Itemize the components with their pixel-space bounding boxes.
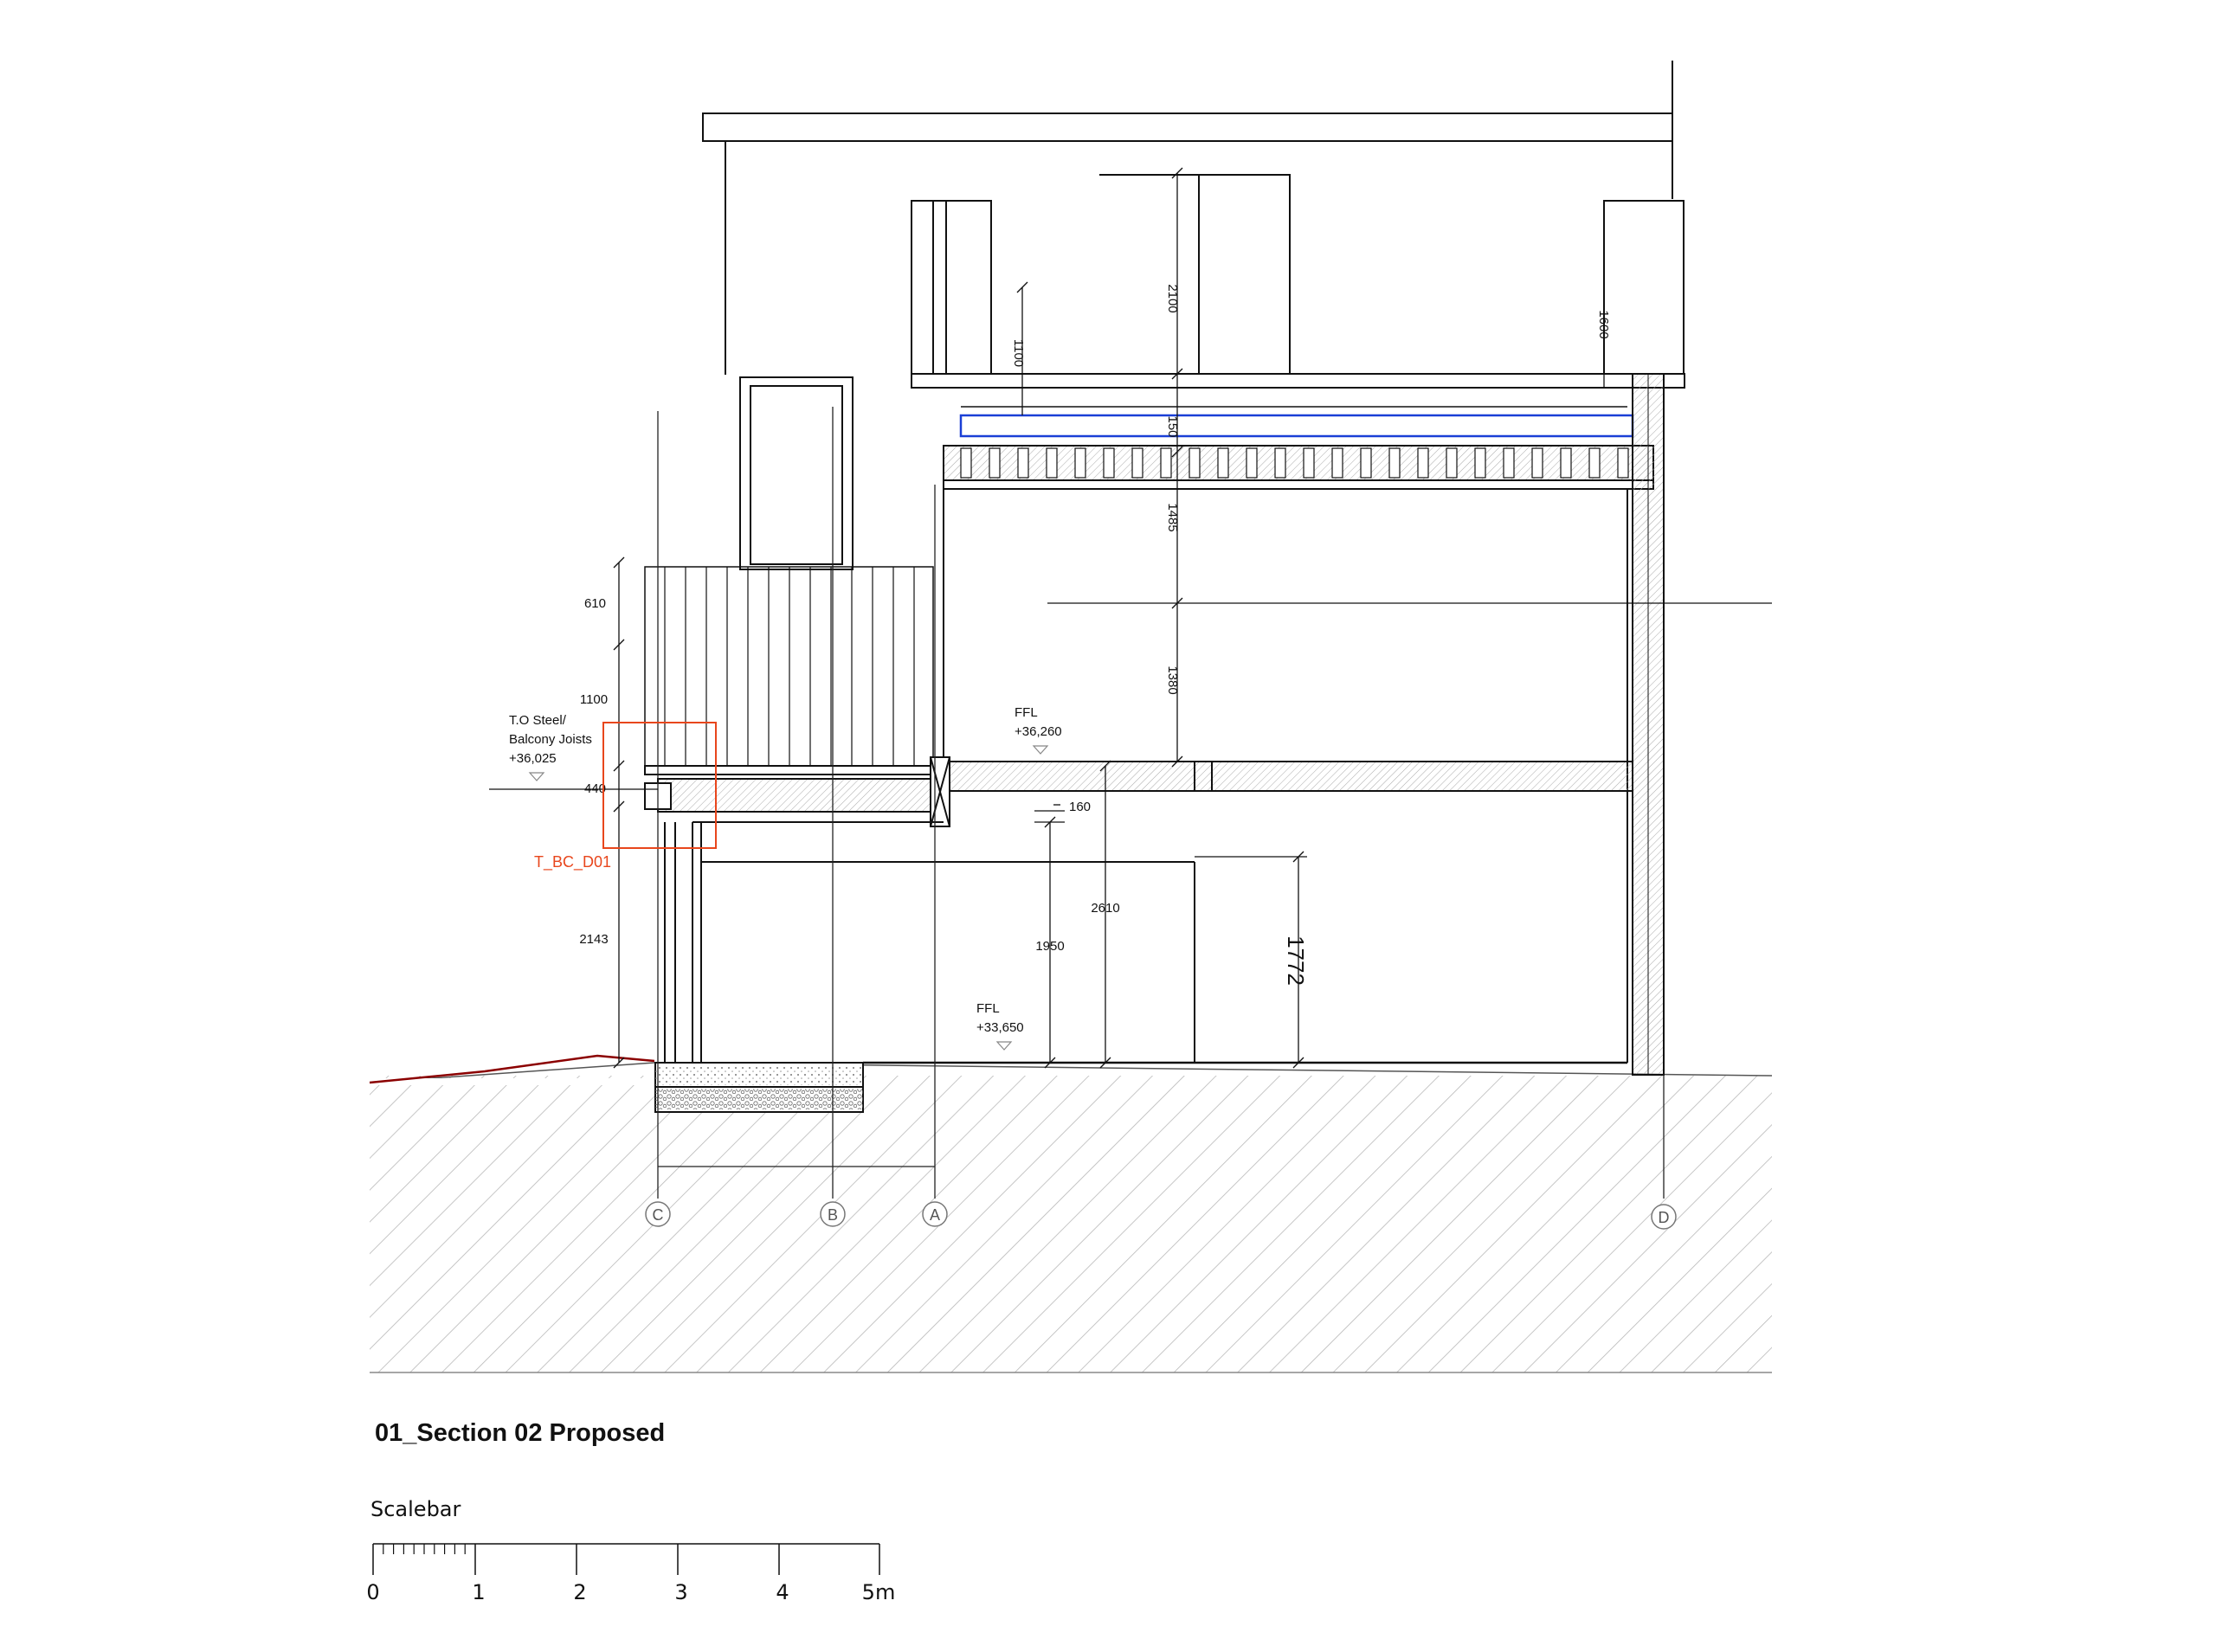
- dim-2100: 2100: [1165, 284, 1180, 312]
- grid-bubble-c: C: [645, 1201, 671, 1227]
- dim-1485: 1485: [1165, 503, 1180, 531]
- scalebar-minor-ticks: [383, 1544, 466, 1554]
- joist: [1189, 447, 1201, 479]
- balcony-deck: [644, 756, 950, 827]
- scalebar-label: Scalebar: [370, 1497, 461, 1521]
- scalebar-tick-5: 5m: [861, 1580, 896, 1604]
- balcony-slats: [664, 567, 915, 766]
- upper-window: [739, 376, 854, 570]
- dimension-lines: [489, 167, 1772, 1069]
- joist: [1017, 447, 1029, 479]
- detail-callout[interactable]: T_BC_D01: [534, 722, 717, 871]
- foundation: [654, 1062, 864, 1113]
- svg-text:C: C: [653, 1206, 664, 1224]
- joist: [1103, 447, 1115, 479]
- svg-text:+33,650: +33,650: [976, 1020, 1024, 1035]
- roof: [702, 61, 1673, 375]
- dim-1100: 1100: [580, 692, 608, 707]
- joist: [960, 447, 972, 479]
- grid-lines: [657, 407, 1665, 1199]
- joist: [1417, 447, 1429, 479]
- joist: [1217, 447, 1229, 479]
- joist: [1474, 447, 1486, 479]
- svg-text:A: A: [930, 1206, 940, 1224]
- dim-1380: 1380: [1165, 665, 1180, 694]
- joist: [1531, 447, 1543, 479]
- dim-1100-top: 1100: [1011, 339, 1026, 367]
- terrain-line: [369, 1054, 655, 1084]
- joist: [1074, 447, 1086, 479]
- joist: [1131, 447, 1143, 479]
- svg-text:T.O Steel/: T.O Steel/: [509, 713, 567, 728]
- svg-text:FFL: FFL: [1015, 705, 1038, 720]
- svg-text:Balcony Joists: Balcony Joists: [509, 732, 592, 747]
- level-ffl-lower: FFL +33,650: [976, 1001, 1024, 1051]
- joist: [1503, 447, 1515, 479]
- grid-bubble-d: D: [1651, 1204, 1677, 1230]
- level-ffl-upper: FFL +36,260: [1015, 705, 1062, 755]
- joist: [1560, 447, 1572, 479]
- svg-text:+36,260: +36,260: [1015, 724, 1062, 739]
- dim-160: 160: [1069, 800, 1091, 814]
- dim-1600: 1600: [1596, 310, 1611, 338]
- svg-text:B: B: [828, 1206, 838, 1224]
- svg-text:+36,025: +36,025: [509, 751, 557, 766]
- joist: [1303, 447, 1315, 479]
- svg-text:FFL: FFL: [976, 1001, 1000, 1016]
- ground-hatch: [369, 1062, 1773, 1373]
- joist: [1617, 447, 1629, 479]
- drawing-title: 01_Section 02 Proposed: [375, 1419, 666, 1447]
- svg-text:T_BC_D01: T_BC_D01: [534, 853, 611, 871]
- grid-bubble-a: A: [922, 1201, 948, 1227]
- dim-1772: 1772: [1283, 935, 1309, 986]
- scalebar-tick-2: 2: [573, 1580, 587, 1604]
- joist: [989, 447, 1001, 479]
- mid-floor-slab: [943, 761, 1633, 792]
- dim-440: 440: [584, 781, 606, 796]
- ground-floor-walls: [664, 821, 1195, 1063]
- joist: [1360, 447, 1372, 479]
- dim-1950: 1950: [1035, 939, 1064, 954]
- svg-text:D: D: [1659, 1209, 1670, 1226]
- joist: [1160, 447, 1172, 479]
- joist: [1388, 447, 1401, 479]
- dim-2143: 2143: [579, 932, 608, 947]
- scalebar-tick-0: 0: [366, 1580, 380, 1604]
- grid-bubble-b: B: [820, 1201, 846, 1227]
- scalebar-tick-4: 4: [776, 1580, 789, 1604]
- dim-150: 150: [1165, 415, 1180, 437]
- roof-parapets: [911, 174, 1685, 375]
- dim-2610: 2610: [1091, 901, 1119, 916]
- right-wall: [1632, 373, 1665, 1076]
- scalebar: [372, 1543, 880, 1575]
- joist: [1274, 447, 1286, 479]
- scalebar-tick-1: 1: [472, 1580, 486, 1604]
- joist: [1046, 447, 1058, 479]
- joist: [1246, 447, 1258, 479]
- joist: [1588, 447, 1601, 479]
- dim-610: 610: [584, 596, 606, 611]
- level-steel: T.O Steel/ Balcony Joists +36,025: [509, 713, 592, 781]
- scalebar-tick-3: 3: [674, 1580, 688, 1604]
- roof-joists: [960, 447, 1629, 479]
- joist: [1331, 447, 1343, 479]
- joist: [1446, 447, 1458, 479]
